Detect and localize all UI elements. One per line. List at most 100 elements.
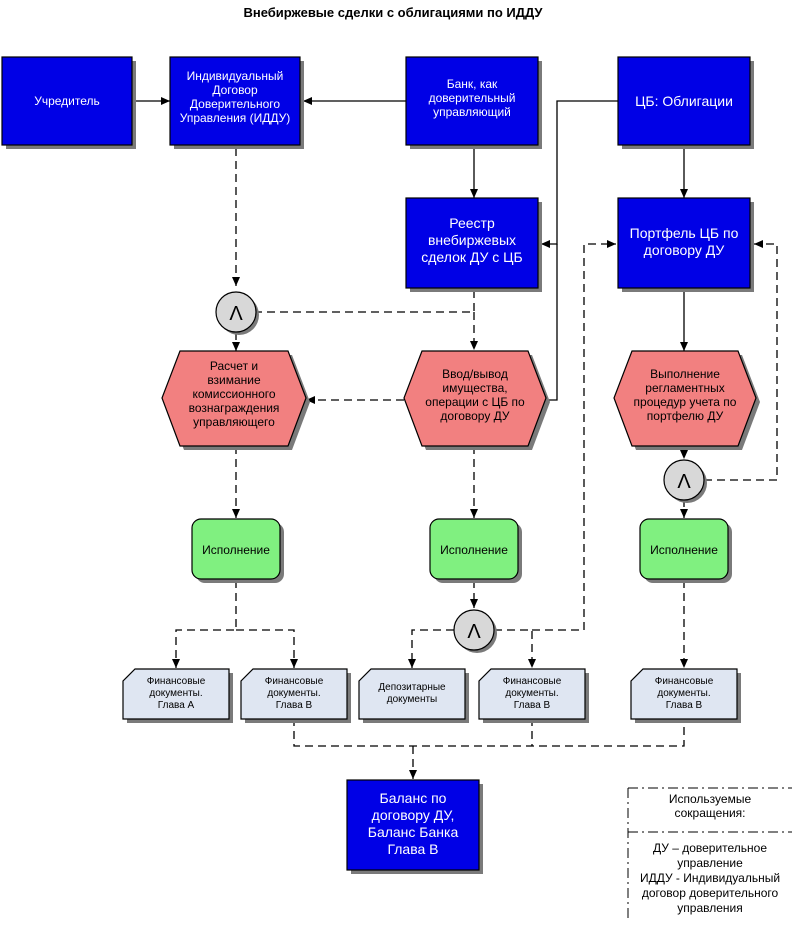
text-line: Глава В: [666, 700, 703, 711]
text-line: документы.: [149, 688, 202, 699]
text-line: документы.: [657, 688, 710, 699]
text-line: Финансовые: [503, 676, 562, 687]
diagram-title: Внебиржевые сделки с облигациями по ИДДУ: [243, 5, 543, 20]
arrow-cb-to-registry: [541, 100, 618, 248]
text-line: договор доверительного: [642, 886, 779, 900]
exec-1-label: Исполнение: [202, 543, 270, 557]
dash-docs-to-balance: [293, 718, 685, 779]
box-cb-bonds-label: ЦБ: Облигации: [635, 93, 733, 109]
text-line: портфелю ДУ: [647, 409, 724, 423]
text-line: Финансовые: [265, 676, 324, 687]
text-line: Расчет и: [210, 359, 258, 373]
text-line: Используемые: [669, 792, 752, 806]
text-line: ДУ – доверительное: [653, 841, 767, 855]
text-line: Банк, как: [447, 77, 498, 91]
text-line: Глава В: [387, 841, 438, 857]
text-line: операции с ЦБ по: [425, 395, 525, 409]
text-line: договору ДУ: [644, 242, 725, 258]
dash-gate2-to-portfolio: [532, 240, 616, 631]
dash-gate2-to-doc4: [494, 629, 536, 668]
text-line: Исполнение: [440, 543, 508, 557]
exec-2-label: Исполнение: [440, 543, 508, 557]
text-line: внебиржевых: [428, 232, 516, 248]
gate-and-3-symbol: Λ: [677, 471, 691, 493]
text-line: имущества,: [442, 381, 507, 395]
text-line: Индивидуальный: [187, 69, 284, 83]
text-line: Управления (ИДДУ): [180, 111, 291, 125]
text-line: Доверительного: [190, 97, 281, 111]
text-line: Финансовые: [655, 676, 714, 687]
text-line: комиссионного: [192, 387, 275, 401]
text-line: ЦБ: Облигации: [635, 93, 733, 109]
dash-exec1-split: [172, 580, 237, 668]
text-line: ИДДУ - Индивидуальный: [640, 871, 780, 885]
text-line: Учредитель: [34, 94, 100, 108]
text-line: Ввод/вывод: [442, 367, 508, 381]
gate-and-1-symbol: Λ: [229, 303, 243, 325]
exec-3-label: Исполнение: [650, 543, 718, 557]
line-io-to-cb: [541, 244, 558, 401]
gate-and-1: Λ: [215, 291, 259, 335]
text-line: документы.: [505, 688, 558, 699]
exec-1: Исполнение: [191, 518, 284, 583]
text-line: сделок ДУ с ЦБ: [421, 249, 522, 265]
text-line: вознаграждения: [189, 401, 280, 415]
text-line: Исполнение: [202, 543, 270, 557]
text-line: Глава В: [514, 700, 551, 711]
text-line: управление: [677, 856, 743, 870]
text-line: Баланс Банка: [368, 824, 459, 840]
text-line: Финансовые: [147, 676, 206, 687]
box-founder-label: Учредитель: [34, 94, 100, 108]
text-line: документы: [387, 694, 438, 705]
text-line: Реестр: [449, 215, 495, 231]
text-line: взимание: [207, 373, 261, 387]
text-line: управляющего: [193, 415, 275, 429]
text-line: Баланс по: [380, 790, 447, 806]
text-line: Глава А: [158, 700, 195, 711]
text-line: Глава В: [276, 700, 313, 711]
text-line: Исполнение: [650, 543, 718, 557]
text-line: управления: [677, 901, 742, 915]
text-line: доверительный: [429, 91, 516, 105]
box-cb-bonds: ЦБ: Облигации: [617, 56, 754, 149]
gate-and-2: Λ: [453, 609, 497, 653]
text-line: Портфель ЦБ по: [630, 225, 739, 241]
text-line: процедур учета по: [634, 395, 737, 409]
dash-registry-to-gate1: [256, 290, 475, 313]
text-line: Договор: [212, 83, 258, 97]
text-line: документы.: [267, 688, 320, 699]
gate-and-2-symbol: Λ: [467, 621, 481, 643]
exec-3: Исполнение: [639, 518, 732, 583]
text-line: договору ДУ: [440, 409, 510, 423]
gate-and-3: Λ: [663, 459, 707, 503]
text-line: Выполнение: [650, 367, 720, 381]
